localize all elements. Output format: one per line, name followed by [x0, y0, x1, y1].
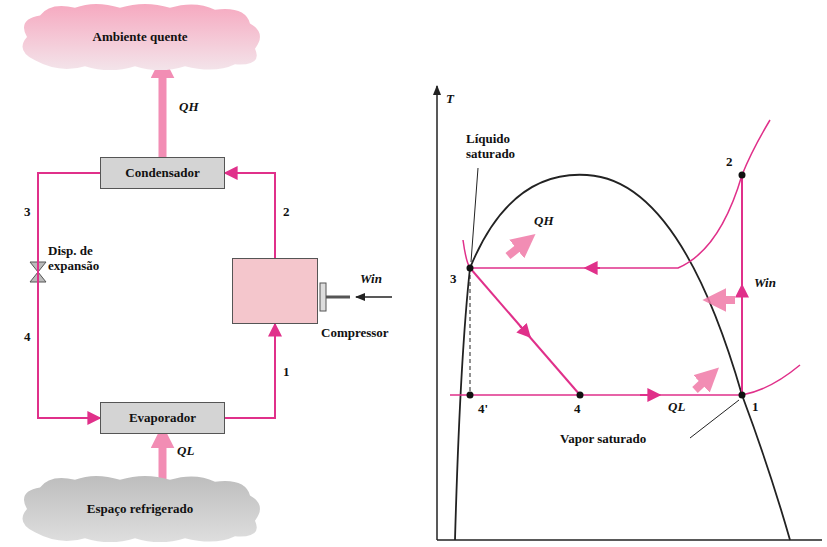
- cycle-1-2: [741, 175, 743, 395]
- heat-label: QH: [534, 214, 554, 229]
- refrigerant-line: [225, 173, 275, 258]
- compressor-rod: [320, 283, 392, 311]
- heat-label: QL: [668, 400, 685, 415]
- state-number: 4': [478, 402, 488, 417]
- heat-label: QL: [176, 444, 195, 459]
- hot-environment-cloud: Ambiente quente: [15, 2, 265, 72]
- s-axis: [437, 539, 822, 541]
- node-label: Ambiente quente: [93, 29, 188, 45]
- leader-line: [690, 400, 739, 438]
- evaporator-box: Evaporador: [100, 402, 225, 434]
- annotation: Vapor saturado: [560, 432, 646, 447]
- cycle-4-1-arrow: [640, 394, 660, 396]
- node-label: Compressor: [321, 325, 389, 341]
- state-points: [467, 172, 746, 399]
- heat-label: QH: [178, 100, 200, 115]
- cycle-3-4-arrow: [520, 326, 530, 337]
- ql-arrow: [695, 374, 712, 390]
- state-number: 2: [726, 155, 733, 170]
- refrigerant-line: [38, 173, 100, 418]
- compressor-box: Compressor: [232, 258, 318, 324]
- dashed-3-4prime: [470, 268, 471, 395]
- state-number: 4: [574, 402, 581, 417]
- heat-flow-arrow: [159, 434, 167, 484]
- win-arrow: [712, 296, 735, 304]
- heat-flow-arrow: [159, 64, 167, 157]
- state-number: 3: [24, 205, 31, 220]
- qh-arrow: [508, 240, 528, 256]
- cycle-1-2-arrow: [741, 285, 743, 300]
- annotation: Líquido saturado: [466, 132, 538, 162]
- state-number: 3: [450, 272, 457, 287]
- state-number: 1: [752, 400, 759, 415]
- saturation-dome: [455, 175, 790, 540]
- t-axis: [436, 86, 438, 540]
- node-label: Evaporador: [129, 410, 196, 426]
- cycle-3-4: [470, 268, 580, 395]
- work-label: Win: [360, 272, 382, 287]
- state-number: 1: [282, 365, 291, 380]
- node-label: Condensador: [125, 165, 199, 181]
- node-label: Espaço refrigerado: [87, 501, 193, 517]
- refrigerated-space-cloud: Espaço refrigerado: [15, 474, 265, 544]
- refrigerant-line: [225, 324, 275, 418]
- work-label: Win: [754, 276, 776, 291]
- state-number: 2: [282, 205, 291, 220]
- state-number: 4: [24, 330, 31, 345]
- leader-line: [471, 168, 478, 262]
- high-isobar: [463, 120, 770, 268]
- device-label: Disp. de expansão: [48, 244, 114, 274]
- condenser-box: Condensador: [100, 157, 225, 189]
- cycle-2-3-arrow: [585, 267, 600, 269]
- low-isobar: [450, 365, 800, 395]
- axis-label: T: [446, 92, 454, 107]
